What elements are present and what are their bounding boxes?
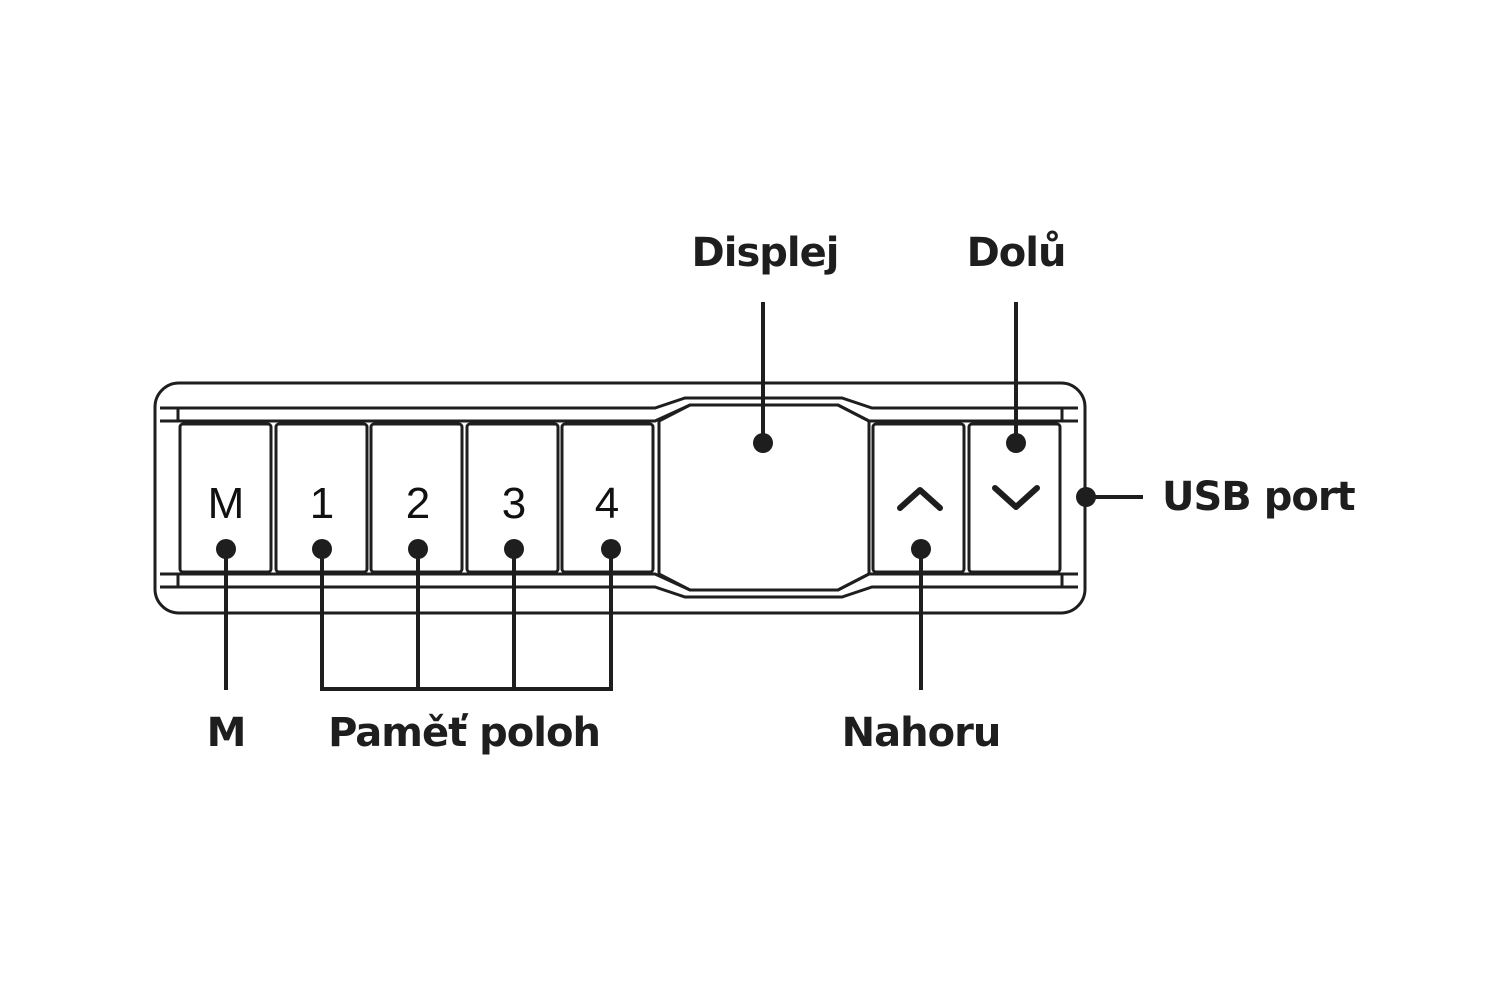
chevron-up-icon [897, 487, 943, 511]
display-window [657, 403, 871, 592]
leader-dot [408, 539, 428, 559]
label-up: Nahoru [842, 710, 1001, 756]
leader-dot [504, 539, 524, 559]
leader-lines [216, 302, 1143, 691]
key-frame [871, 422, 966, 574]
leader-dot [601, 539, 621, 559]
leader-bracket-memory [320, 549, 613, 691]
key-label: 4 [595, 479, 619, 528]
leader-dot [1076, 487, 1096, 507]
control-panel: M 1 2 3 4 [153, 381, 1087, 615]
key-label: 2 [406, 479, 430, 528]
key-label: 3 [502, 479, 526, 528]
label-down: Dolů [967, 229, 1066, 276]
label-m: M [207, 710, 246, 756]
leader-dot [312, 539, 332, 559]
leader-dot [753, 433, 773, 453]
panel-outer-frame [153, 381, 1087, 615]
panel-bottom-rail-outer [160, 585, 1078, 599]
leader-dot [216, 539, 236, 559]
key-m[interactable]: M [178, 422, 273, 574]
label-usb-port: USB port [1162, 474, 1356, 520]
panel-top-rail [160, 396, 1078, 410]
label-display: Displej [692, 230, 839, 276]
callout-labels: Displej Dolů USB port M Paměť poloh Naho… [207, 229, 1357, 756]
key-up[interactable] [871, 422, 966, 574]
key-label: 1 [310, 479, 334, 528]
key-4[interactable]: 4 [560, 422, 655, 574]
leader-dot [1006, 433, 1026, 453]
chevron-down-icon [992, 485, 1040, 510]
leader-dot [911, 539, 931, 559]
label-position-memory: Paměť poloh [328, 710, 600, 756]
key-frame [560, 422, 655, 574]
key-label: M [208, 479, 245, 528]
